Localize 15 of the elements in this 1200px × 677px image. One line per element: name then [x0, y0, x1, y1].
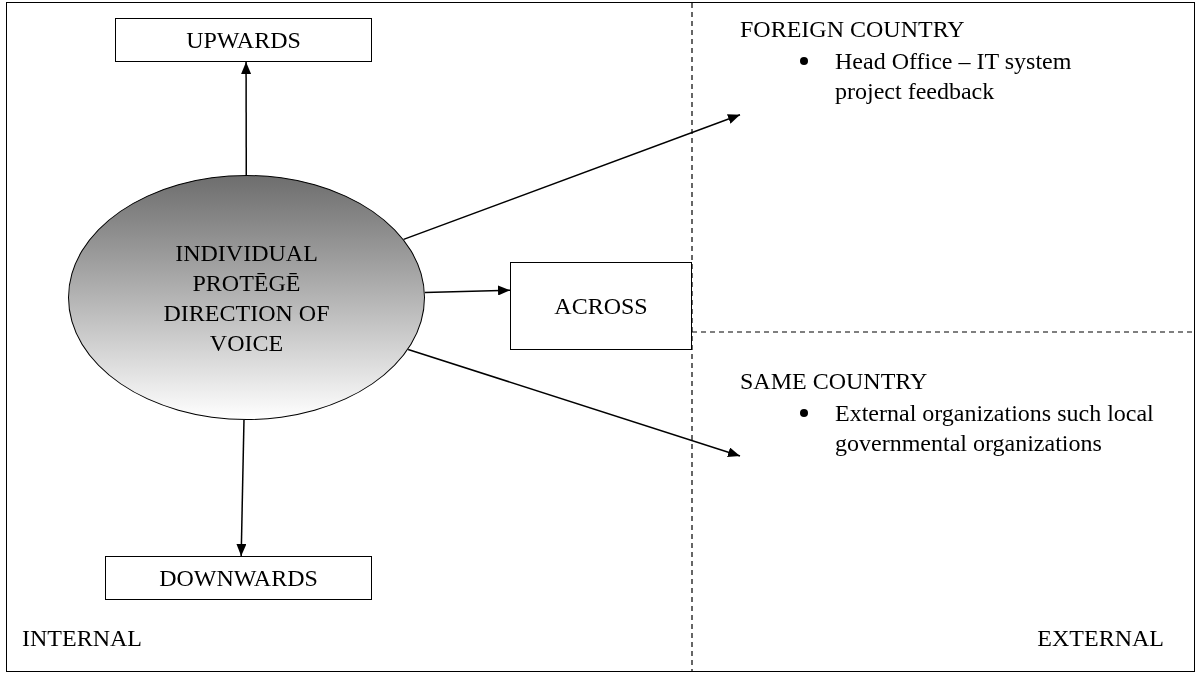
- bullet-text: External organizations such local governmental organizations: [835, 399, 1155, 458]
- arrow: [407, 348, 741, 458]
- arrow: [424, 285, 511, 296]
- region-heading: FOREIGN COUNTRY: [740, 15, 965, 44]
- label-box: ACROSS: [510, 262, 692, 350]
- region-label: INTERNAL: [22, 624, 142, 653]
- bullet-text: Head Office – IT system project feedback: [835, 47, 1073, 106]
- region-heading: SAME COUNTRY: [740, 367, 928, 396]
- region-label: EXTERNAL: [1037, 624, 1164, 653]
- ellipse-text: INDIVIDUAL PROTĒGĒ DIRECTION OF VOICE: [162, 238, 331, 358]
- arrow: [236, 419, 247, 557]
- arrow: [402, 114, 741, 241]
- label-box: UPWARDS: [115, 18, 372, 62]
- arrow: [241, 61, 252, 176]
- label-box: DOWNWARDS: [105, 556, 372, 600]
